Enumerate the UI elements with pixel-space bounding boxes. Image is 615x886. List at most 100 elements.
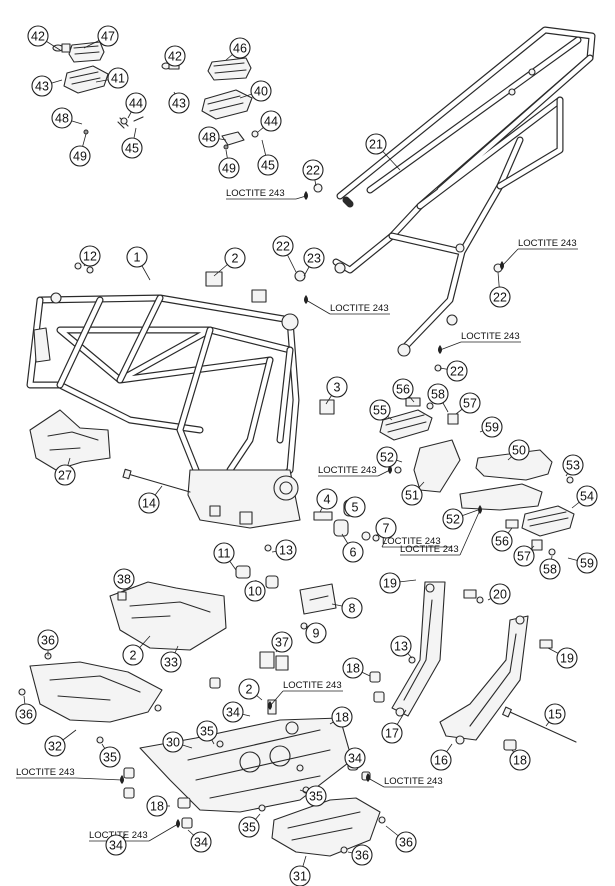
callout-label: 32 bbox=[48, 740, 62, 754]
callout-label: 35 bbox=[103, 751, 117, 765]
callout-label: 43 bbox=[35, 80, 49, 94]
heat-shield bbox=[29, 409, 111, 471]
loctite-note: LOCTITE 243 bbox=[366, 773, 443, 788]
callout-circle bbox=[326, 376, 348, 398]
callout-circle bbox=[556, 647, 578, 669]
callout-18: 18 bbox=[146, 795, 168, 817]
callout-label: 54 bbox=[580, 490, 594, 504]
callout-56: 56 bbox=[392, 378, 414, 400]
callout-label: 45 bbox=[261, 159, 275, 173]
callout-label: 45 bbox=[125, 142, 139, 156]
callout-label: 18 bbox=[346, 662, 360, 676]
callout-label: 14 bbox=[142, 497, 156, 511]
callout-35: 35 bbox=[99, 746, 121, 768]
callout-57: 57 bbox=[513, 545, 535, 567]
callout-circle bbox=[99, 746, 121, 768]
callout-label: 52 bbox=[380, 451, 394, 465]
callout-circle bbox=[224, 247, 246, 269]
loctite-leader bbox=[377, 469, 391, 477]
callout-label: 42 bbox=[31, 30, 45, 44]
callout-circle bbox=[513, 545, 535, 567]
callout-40: 40 bbox=[250, 80, 272, 102]
callout-18: 18 bbox=[509, 749, 531, 771]
callout-8: 8 bbox=[341, 597, 363, 619]
callout-circle bbox=[376, 446, 398, 468]
callout-circle bbox=[168, 92, 190, 114]
loctite-leader bbox=[148, 823, 179, 842]
mount-block bbox=[235, 544, 337, 630]
callout-circle bbox=[509, 749, 531, 771]
callout-circle bbox=[576, 552, 598, 574]
loctite-drop-icon bbox=[478, 505, 482, 514]
callout-circle bbox=[37, 629, 59, 651]
callout-label: 12 bbox=[83, 250, 97, 264]
callout-56: 56 bbox=[491, 530, 513, 552]
callout-label: 21 bbox=[369, 138, 383, 152]
callout-37: 37 bbox=[271, 631, 293, 653]
callout-circle bbox=[146, 795, 168, 817]
callout-6: 6 bbox=[342, 541, 364, 563]
callout-label: 18 bbox=[513, 754, 527, 768]
callout-circle bbox=[342, 657, 364, 679]
callout-circle bbox=[390, 635, 412, 657]
callout-31: 31 bbox=[289, 865, 311, 886]
callout-label: 19 bbox=[383, 577, 397, 591]
callout-10: 10 bbox=[244, 580, 266, 602]
callout-circle bbox=[344, 496, 366, 518]
callout-46: 46 bbox=[229, 37, 251, 59]
callout-circle bbox=[395, 831, 417, 853]
callout-circle bbox=[105, 834, 127, 856]
callout-label: 13 bbox=[279, 544, 293, 558]
callout-circle bbox=[272, 235, 294, 257]
callout-label: 30 bbox=[166, 736, 180, 750]
callout-circle bbox=[369, 399, 391, 421]
callout-label: 44 bbox=[129, 97, 143, 111]
callout-label: 2 bbox=[246, 683, 253, 697]
callout-circle bbox=[138, 492, 160, 514]
callout-label: 7 bbox=[383, 522, 390, 536]
callout-label: 46 bbox=[233, 42, 247, 56]
callout-16: 16 bbox=[430, 749, 452, 771]
callout-label: 22 bbox=[306, 164, 320, 178]
callout-circle bbox=[442, 508, 464, 530]
callout-circle bbox=[302, 159, 324, 181]
callout-20: 20 bbox=[489, 583, 511, 605]
subframe bbox=[332, 26, 596, 357]
callout-44: 44 bbox=[125, 92, 147, 114]
callout-circle bbox=[126, 246, 148, 268]
callout-circle bbox=[489, 583, 511, 605]
callout-label: 1 bbox=[134, 251, 141, 265]
callout-circle bbox=[121, 137, 143, 159]
callout-label: 56 bbox=[396, 383, 410, 397]
callout-5: 5 bbox=[344, 496, 366, 518]
callout-circle bbox=[51, 107, 73, 129]
loctite-drop-icon bbox=[500, 261, 504, 270]
callout-circle bbox=[544, 703, 566, 725]
callout-label: 16 bbox=[434, 754, 448, 768]
callout-label: 49 bbox=[73, 150, 87, 164]
callout-label: 35 bbox=[200, 725, 214, 739]
callout-circle bbox=[198, 126, 220, 148]
callout-label: 4 bbox=[324, 493, 331, 507]
callout-58: 58 bbox=[427, 383, 449, 405]
callout-30: 30 bbox=[162, 731, 184, 753]
loctite-label: LOCTITE 243 bbox=[461, 331, 520, 342]
callout-circle bbox=[489, 286, 511, 308]
loctite-note: LOCTITE 243 bbox=[438, 331, 521, 354]
callout-label: 34 bbox=[109, 839, 123, 853]
callout-circle bbox=[257, 154, 279, 176]
main-frame bbox=[26, 271, 335, 529]
callout-42: 42 bbox=[164, 45, 186, 67]
callout-label: 3 bbox=[334, 381, 341, 395]
callout-label: 36 bbox=[19, 708, 33, 722]
lower-guard bbox=[271, 797, 381, 857]
callout-circle bbox=[79, 245, 101, 267]
callout-34: 34 bbox=[344, 747, 366, 769]
callout-57: 57 bbox=[459, 392, 481, 414]
loctite-drop-icon bbox=[304, 295, 308, 304]
callout-label: 34 bbox=[226, 706, 240, 720]
loctite-leader bbox=[75, 777, 123, 781]
callout-label: 2 bbox=[232, 252, 239, 266]
callout-circle bbox=[342, 541, 364, 563]
callout-label: 9 bbox=[313, 627, 320, 641]
